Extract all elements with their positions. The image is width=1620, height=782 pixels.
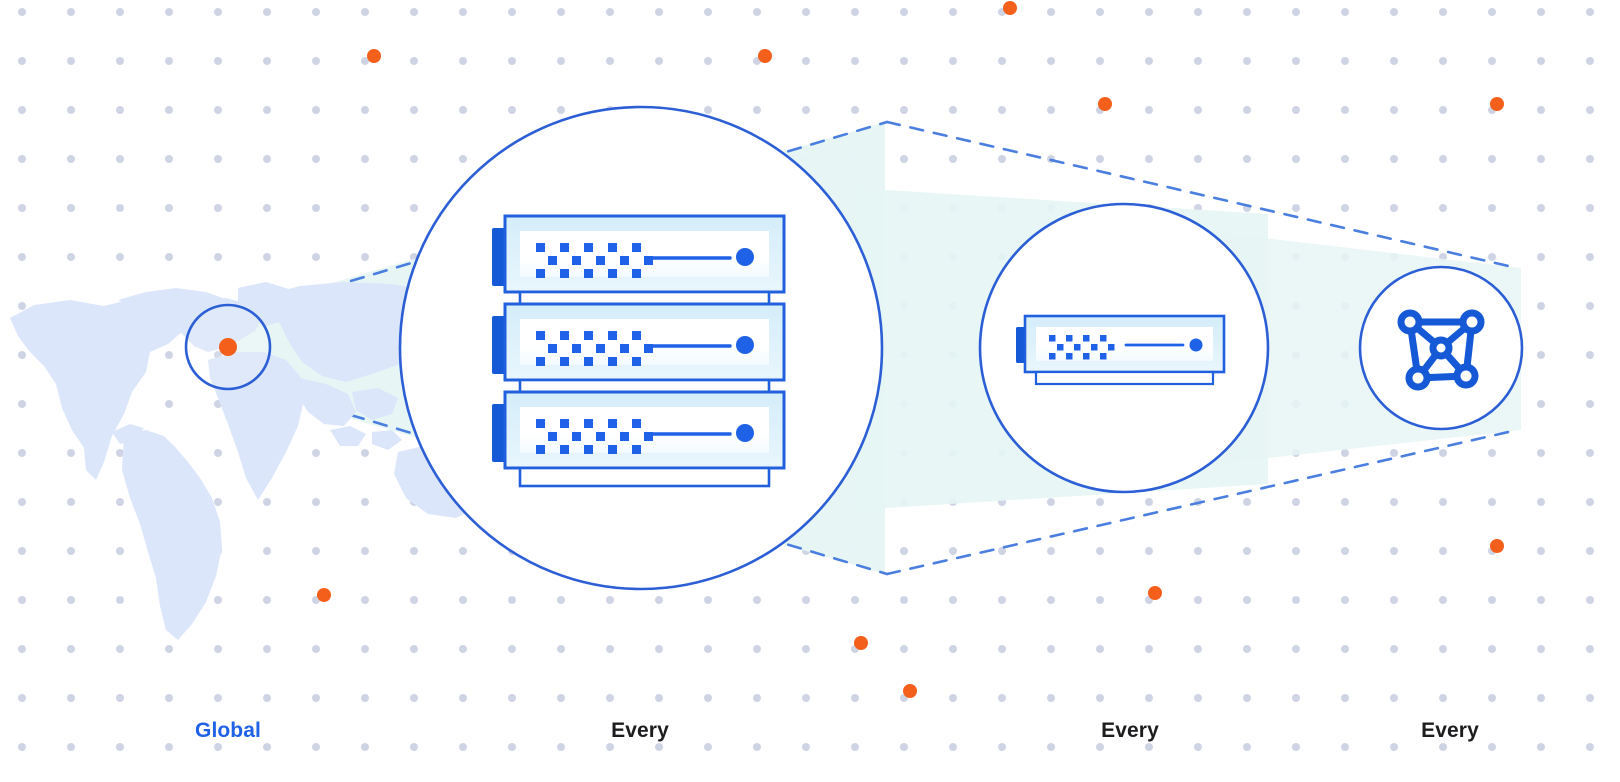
every-service-lens [1358, 265, 1524, 431]
single-server-icon [1016, 314, 1226, 386]
global-network-lens [184, 303, 272, 391]
server-led-pattern-2 [536, 331, 653, 366]
server-led-pattern-single [1049, 335, 1115, 360]
server-unit-2 [492, 302, 786, 396]
location-pin-dot [219, 338, 237, 356]
every-data-center-lens [398, 105, 884, 591]
network-graph-icon [1397, 309, 1485, 391]
server-unit-3 [492, 390, 786, 488]
every-server-lens [978, 202, 1270, 494]
accent-dots [317, 1, 1504, 698]
server-unit-1 [492, 214, 786, 308]
server-led-pattern-1 [536, 243, 653, 278]
server-rack-icon [492, 214, 786, 488]
server-led-pattern-3 [536, 419, 653, 454]
